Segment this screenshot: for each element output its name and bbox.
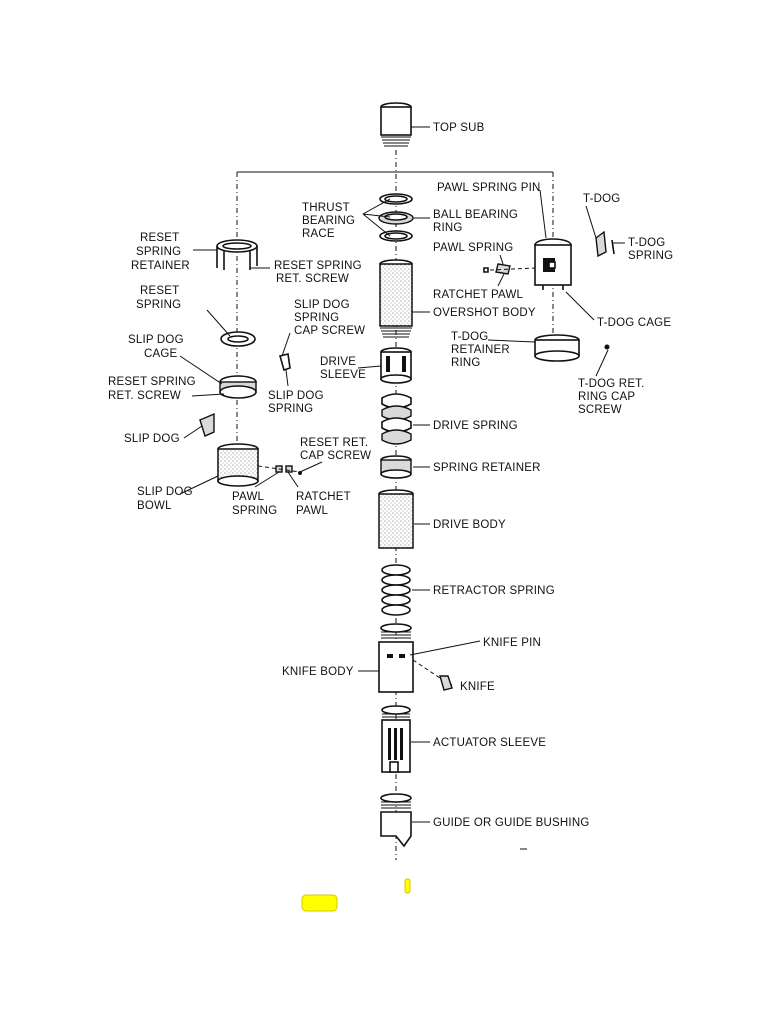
bowl-screw-path [257,465,301,473]
drive-body-part [378,489,414,549]
label-ball-bearing-1: BALL BEARING [433,209,518,221]
label-reset-screw-1: RESET SPRING [108,376,196,388]
label-knife: KNIFE [460,681,495,693]
knife-path [412,659,441,679]
overshot-body-part [379,259,413,338]
label-drive-sleeve-2: SLEEVE [320,369,366,381]
slip-dog-part [199,412,215,437]
label-slip-dog-cage-1: SLIP DOG [128,334,184,346]
leader-lines [179,126,625,823]
ball-bearing-ring-part [378,211,414,225]
drive-sleeve-part [380,347,412,384]
label-reset-retainer-3: RETAINER [131,260,190,272]
knife-part [439,675,453,691]
label-t-dog-cap-2: RING CAP [578,391,635,403]
label-ball-bearing-2: RING [433,222,463,234]
label-reset-screw-2: RET. SCREW [108,390,181,402]
label-slip-dog-cap-2: SPRING [294,312,339,324]
t-dog-part [595,230,607,258]
label-reset-spring-1: RESET [140,285,179,297]
label-thrust-2: BEARING [302,215,355,227]
slip-dog-bowl-part [217,443,259,487]
label-t-dog-retainer-1: T-DOG [451,331,488,343]
guide-bushing-part [380,793,412,848]
retractor-spring-part [381,564,411,616]
label-reset-retainer-1: RESET [140,232,179,244]
label-slip-dog-cage-2: CAGE [144,348,178,360]
label-spring-retainer: SPRING RETAINER [433,462,541,474]
label-slip-dog: SLIP DOG [124,433,180,445]
label-t-dog-cap-3: SCREW [578,404,622,416]
label-t-dog-cap-1: T-DOG RET. [578,378,645,390]
label-slip-dog-cap-1: SLIP DOG [294,299,350,311]
label-slip-dog-spring-2: SPRING [268,403,313,415]
t-dog-cage-part [534,238,572,290]
pawl-path-right [489,267,536,271]
label-t-dog-retainer-2: RETAINER [451,344,510,356]
label-reset-spring-2: SPRING [136,299,181,311]
label-drive-spring: DRIVE SPRING [433,420,518,432]
label-t-dog: T-DOG [583,193,620,205]
label-reset-retainer-2: SPRING [136,246,181,258]
label-pawl-spring-pin: PAWL SPRING PIN [437,182,541,194]
label-knife-body: KNIFE BODY [282,666,354,678]
label-reset-screw-top-1: RESET SPRING [274,260,362,272]
reset-spring-retainer-part [216,239,258,270]
label-thrust-3: RACE [302,228,335,240]
label-reset-screw-top-2: RET. SCREW [276,273,349,285]
t-dog-spring-part [611,239,615,255]
label-ratchet-pawl-right: RATCHET PAWL [433,289,524,301]
knife-body-part [378,623,414,693]
highlight-mark-small [404,878,411,894]
label-ratchet-pawl-left-2: PAWL [296,505,329,517]
top-sub-part [380,102,412,147]
slip-dog-cage-part [219,375,257,399]
label-slip-dog-spring-1: SLIP DOG [268,390,324,402]
label-t-dog-spring-1: T-DOG [628,237,665,249]
label-knife-pin: KNIFE PIN [483,637,541,649]
highlight-mark-large [301,894,338,912]
label-ratchet-pawl-left-1: RATCHET [296,491,351,503]
t-dog-retainer-ring-part [534,334,580,362]
label-guide-bushing: GUIDE OR GUIDE BUSHING [433,817,589,829]
reset-spring-part [220,331,256,347]
label-reset-ret-cap-1: RESET RET. [300,437,368,449]
label-t-dog-spring-2: SPRING [628,250,673,262]
label-slip-dog-bowl-2: BOWL [137,500,172,512]
label-retractor-spring: RETRACTOR SPRING [433,585,555,597]
label-t-dog-retainer-3: RING [451,357,481,369]
spring-retainer-part [380,455,412,479]
label-actuator-sleeve: ACTUATOR SLEEVE [433,737,546,749]
actuator-sleeve-part [381,705,411,773]
label-pawl-spring-left-2: SPRING [232,505,277,517]
label-reset-ret-cap-2: CAP SCREW [300,450,371,462]
t-dog-ret-ring-cap-screw-part [604,344,610,350]
label-overshot-body: OVERSHOT BODY [433,307,536,319]
label-slip-dog-cap-3: CAP SCREW [294,325,365,337]
thrust-bearing-race-part [379,193,413,205]
thrust-bearing-race-lower-part [379,230,413,242]
label-t-dog-cage: T-DOG CAGE [597,317,671,329]
label-drive-sleeve-1: DRIVE [320,356,356,368]
label-thrust-1: THRUST [302,202,350,214]
pawl-spring-right-part [483,263,511,275]
drive-spring-part [381,393,412,445]
label-pawl-spring-right: PAWL SPRING [433,242,513,254]
slip-dog-spring-part [279,353,291,372]
label-top-sub: TOP SUB [433,122,485,134]
label-slip-dog-bowl-1: SLIP DOG [137,486,193,498]
label-pawl-spring-left-1: PAWL [232,491,265,503]
label-drive-body: DRIVE BODY [433,519,506,531]
